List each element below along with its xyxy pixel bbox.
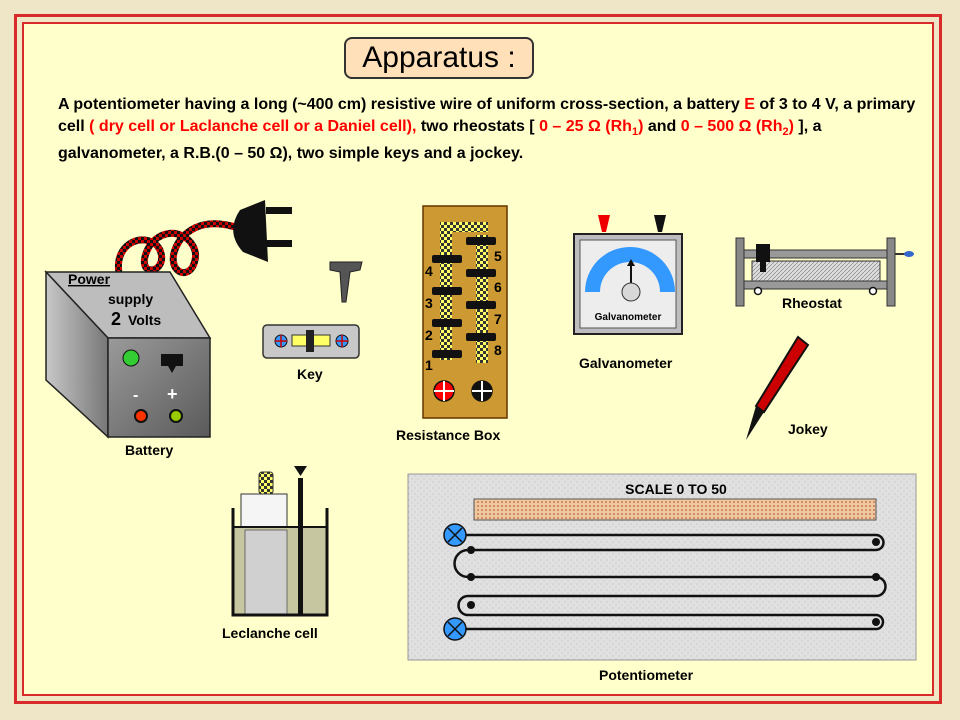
battery-label: Battery: [125, 442, 174, 458]
rb-number: 3: [425, 295, 433, 311]
galvo-scale-arc: [585, 247, 675, 292]
galvanometer-label: Galvanometer: [579, 355, 673, 371]
potentiometer-label: Potentiometer: [599, 667, 694, 683]
rb-number: 7: [494, 311, 502, 327]
potentiometer-illustration: SCALE 0 TO 50: [407, 473, 917, 661]
rheostat-slider-icon: [756, 244, 770, 262]
jockey-label: Jokey: [788, 421, 828, 437]
page-title: Apparatus :: [344, 37, 534, 79]
rb-number: 2: [425, 327, 433, 343]
battery-text-volts-unit: Volts: [128, 312, 161, 328]
resistance-plug: [466, 301, 496, 309]
zinc-rod: [298, 478, 303, 614]
apparatus-description: A potentiometer having a long (~400 cm) …: [58, 96, 916, 163]
resistance-plug: [466, 333, 496, 341]
resistive-wire: [455, 533, 876, 631]
rb-number: 4: [425, 263, 433, 279]
resistance-box-illustration: 4 3 2 1 5 6 7 8: [422, 205, 508, 419]
rb-number: 8: [494, 342, 502, 358]
leclanche-cell-illustration: [231, 466, 329, 617]
resistance-plug: [432, 350, 462, 358]
minus-label: -: [133, 387, 138, 404]
battery-text-power: Power: [68, 271, 111, 287]
porous-pot: [244, 529, 288, 615]
battery-power-supply: Power supply 2 Volts - +: [44, 200, 292, 439]
outer-frame: [14, 14, 942, 704]
primary-cell-options: ( dry cell or Laclanche cell or a Daniel…: [89, 118, 417, 135]
battery-text-supply: supply: [108, 291, 153, 307]
resistance-plug: [432, 319, 462, 327]
jar: [231, 508, 329, 617]
plug-key-icon: [329, 261, 363, 303]
rheostat-label: Rheostat: [782, 295, 842, 311]
resistance-plug: [466, 269, 496, 277]
key-label: Key: [297, 366, 323, 382]
power-led-icon: [122, 349, 140, 367]
switch-icon: [161, 354, 183, 373]
jockey-illustration: [746, 335, 810, 440]
galvo-face-text: Galvanometer: [595, 312, 662, 323]
power-cord: [114, 220, 249, 282]
galvanometer-illustration: Galvanometer: [573, 215, 683, 335]
resistance-plug: [432, 255, 462, 263]
potentiometer-scale-text: SCALE 0 TO 50: [625, 481, 727, 497]
rheostat-illustration: [735, 237, 914, 307]
plus-label: +: [167, 384, 178, 404]
resistance-plug: [432, 287, 462, 295]
galvo-red-terminal-icon: [598, 215, 610, 232]
plug-icon: [233, 200, 268, 262]
negative-terminal-icon: [134, 409, 148, 423]
battery-symbol: E: [744, 96, 755, 113]
leclanche-cell-label: Leclanche cell: [222, 625, 318, 641]
key-illustration: [262, 261, 363, 359]
rheostat-2-range: 0 – 500 Ω (Rh2): [680, 118, 794, 139]
resistance-box-label: Resistance Box: [396, 427, 501, 443]
rb-number: 5: [494, 248, 502, 264]
carbon-rod-cap: [258, 471, 274, 495]
rheostat-1-range: 0 – 25 Ω (Rh1): [539, 118, 644, 139]
resistance-plug: [466, 237, 496, 245]
jockey-tip: [746, 406, 764, 440]
rb-number: 1: [425, 357, 433, 373]
rb-number: 6: [494, 279, 502, 295]
battery-text-volts-number: 2: [111, 309, 121, 329]
meter-scale: [473, 498, 877, 521]
positive-terminal-icon: [169, 409, 183, 423]
rheostat-coil: [751, 260, 881, 282]
jockey-handle: [754, 335, 810, 414]
galvo-black-terminal-icon: [654, 215, 666, 232]
